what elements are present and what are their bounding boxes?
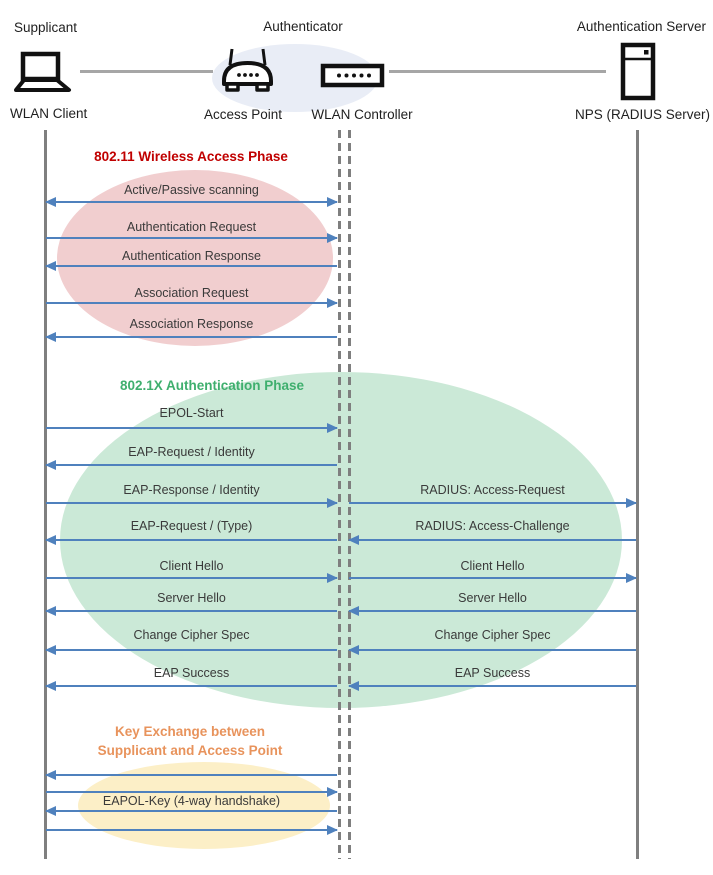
message-label: EAP-Response / Identity [123,483,260,497]
message-arrow [45,332,337,342]
arrowhead-left-icon [348,535,359,545]
message-label: RADIUS: Access-Challenge [415,519,570,533]
message-arrow [348,681,636,691]
auth-server-role-label: Authentication Server [576,19,706,34]
arrowhead-right-icon [626,573,637,583]
phase-802-11-title: 802.11 Wireless Access Phase [94,149,288,164]
message-arrow [46,825,338,835]
arrowhead-left-icon [45,332,56,342]
message-arrow [45,261,337,271]
phase-802-1x-title: 802.1X Authentication Phase [119,378,305,393]
message-arrow [45,681,337,691]
message-arrow [349,573,637,583]
controller-box-icon [320,63,385,88]
access-point-label: Access Point [203,107,283,122]
message-label: EAP Success [153,666,230,680]
phase-key-exchange-title-line2: Supplicant and Access Point [97,743,283,758]
message-arrow [45,770,337,780]
supplicant-lifeline [44,130,47,859]
arrowhead-right-icon [327,573,338,583]
arrowhead-left-icon [45,535,56,545]
authenticator-role-label: Authenticator [263,19,343,34]
message-label: Association Request [134,286,249,300]
connector-line-right [389,70,606,73]
wlan-client-label: WLAN Client [10,106,88,121]
message-arrow [349,498,637,508]
message-arrow [46,423,338,433]
message-arrow [348,535,636,545]
message-label: Active/Passive scanning [124,183,259,197]
message-label: Server Hello [458,591,527,605]
arrowhead-right-icon [327,233,338,243]
message-label: EAPOL-Key (4-way handshake) [102,794,281,808]
message-label: EPOL-Start [159,406,224,420]
access-point-lifeline [338,130,341,859]
message-arrow [46,498,338,508]
message-label: Change Cipher Spec [133,628,250,642]
message-arrow [45,460,337,470]
message-arrow [45,535,337,545]
arrowhead-left-icon [45,606,56,616]
message-label: RADIUS: Access-Request [420,483,565,497]
arrowhead-left-icon [45,645,56,655]
message-arrow [46,233,338,243]
arrowhead-left-icon [45,681,56,691]
arrowhead-right-icon [327,787,338,797]
phase-key-exchange-title-line1: Key Exchange between [114,724,266,739]
message-arrow [45,197,338,207]
arrowhead-right-icon [626,498,637,508]
message-arrow [45,806,337,816]
message-arrow [46,298,338,308]
message-label: Server Hello [157,591,226,605]
supplicant-role-label: Supplicant [14,20,78,35]
arrowhead-left-icon [45,261,56,271]
message-label: Authentication Response [122,249,261,263]
message-label: EAP Success [454,666,531,680]
phase-802-11-ellipse [57,170,333,346]
arrowhead-left-icon [348,645,359,655]
message-arrow [46,573,338,583]
arrowhead-left-icon [45,197,56,207]
message-label: Client Hello [460,559,525,573]
message-label: Authentication Request [126,220,257,234]
phase-key-exchange-title: Key Exchange between Supplicant and Acce… [65,722,315,760]
arrowhead-left-icon [45,460,56,470]
message-label: Client Hello [159,559,224,573]
wlan-controller-lifeline [348,130,351,859]
arrowhead-right-icon [327,498,338,508]
arrowhead-right-icon [327,825,338,835]
message-arrow [45,645,337,655]
auth-server-lifeline [636,130,639,859]
nps-radius-server-label: NPS (RADIUS Server) [574,107,710,122]
arrowhead-left-icon [45,806,56,816]
arrowhead-left-icon [45,770,56,780]
arrowhead-right-icon [327,423,338,433]
arrowhead-left-icon [348,606,359,616]
connector-line-left [80,70,213,73]
arrowhead-left-icon [348,681,359,691]
message-label: EAP-Request / Identity [128,445,255,459]
phase-key-exchange-ellipse [78,762,330,849]
message-arrow [348,645,636,655]
wlan-controller-label: WLAN Controller [311,107,413,122]
arrowhead-right-icon [327,197,338,207]
message-label: EAP-Request / (Type) [130,519,253,533]
server-icon [620,42,656,101]
message-arrow [348,606,636,616]
arrowhead-right-icon [327,298,338,308]
message-label: Change Cipher Spec [434,628,551,642]
laptop-icon [14,51,71,92]
message-label: Association Response [129,317,254,331]
wireless-router-icon [222,48,273,92]
message-arrow [46,787,338,797]
message-arrow [45,606,337,616]
